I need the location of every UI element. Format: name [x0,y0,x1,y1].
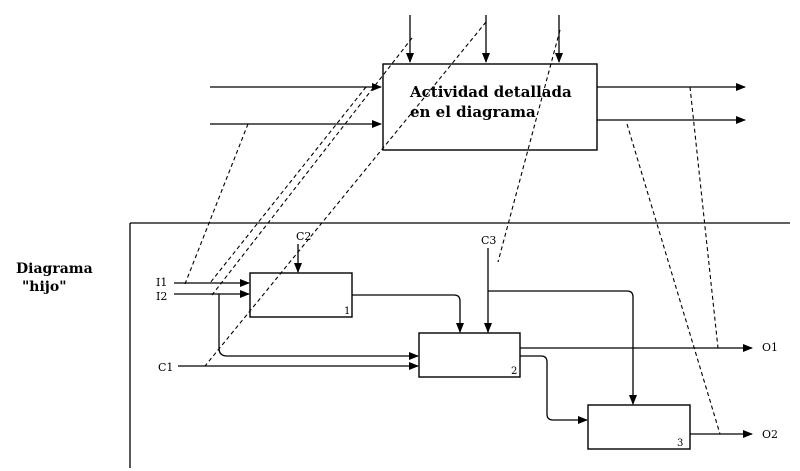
parent-activity: Actividad detallada en el diagrama [382,63,598,151]
arrow-box1-to-box2 [352,294,464,333]
output-label-o2: O2 [762,428,778,441]
parent-activity-box [382,63,598,151]
child-diagram-frame [129,222,790,468]
arrow-c3-branch [488,290,637,405]
child-diagram-label-line2: "hijo" [22,279,67,295]
child-box-2-rect [418,332,521,378]
child-box-2-number: 2 [511,366,517,377]
parent-activity-label-line2: en el diagrama [410,103,536,121]
parent-output-arrows [597,83,746,124]
child-diagram-label-line1: Diagrama [16,261,93,277]
child-box-3: 3 [587,404,691,450]
child-box-1-rect [249,272,353,318]
child-box-3-number: 3 [677,438,683,449]
parent-input-arrows [210,83,382,128]
dashed-link [626,123,721,435]
child-box-2: 2 [418,332,521,378]
parent-activity-label-line1: Actividad detallada [409,83,572,101]
input-label-i2: I2 [156,290,167,303]
control-label-c2: C2 [296,230,311,243]
input-label-i1: I1 [156,276,167,289]
child-box-1-number: 1 [344,306,350,317]
dashed-link [209,86,367,284]
child-arrows [174,244,753,438]
child-box-3-rect [587,404,691,450]
input-label-c1: C1 [158,361,173,374]
dashed-link [497,29,561,263]
parent-control-arrows [406,15,563,63]
control-label-c3: C3 [481,234,496,247]
dashed-link [211,37,413,296]
arrow-box2-to-box3 [520,355,588,424]
dashed-link [184,123,249,285]
child-box-1: 1 [249,272,353,318]
output-label-o1: O1 [762,341,778,354]
dashed-link [689,86,719,349]
correspondence-dashed-lines [184,21,721,435]
